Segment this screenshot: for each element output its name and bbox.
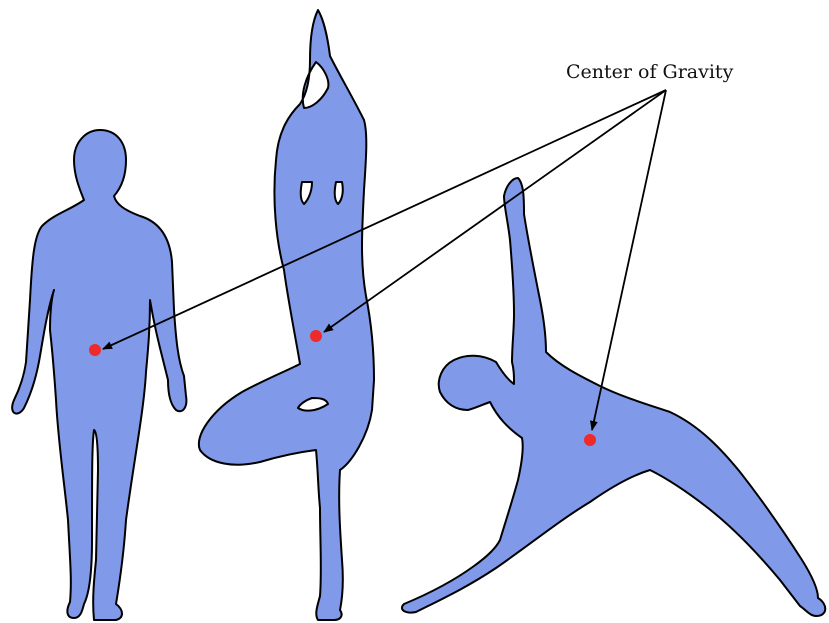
arrow-to-triangle-pose-cog <box>592 90 666 430</box>
triangle-pose-figure <box>402 178 825 616</box>
standing-cog-marker <box>89 344 101 356</box>
standing-figure <box>12 130 186 620</box>
tree-pose-cog-marker <box>310 330 322 342</box>
arrow-to-standing-cog <box>103 90 666 349</box>
triangle-pose-cog-marker <box>584 434 596 446</box>
center-of-gravity-label: Center of Gravity <box>566 61 733 83</box>
arrow-to-tree-pose-cog <box>324 90 666 332</box>
